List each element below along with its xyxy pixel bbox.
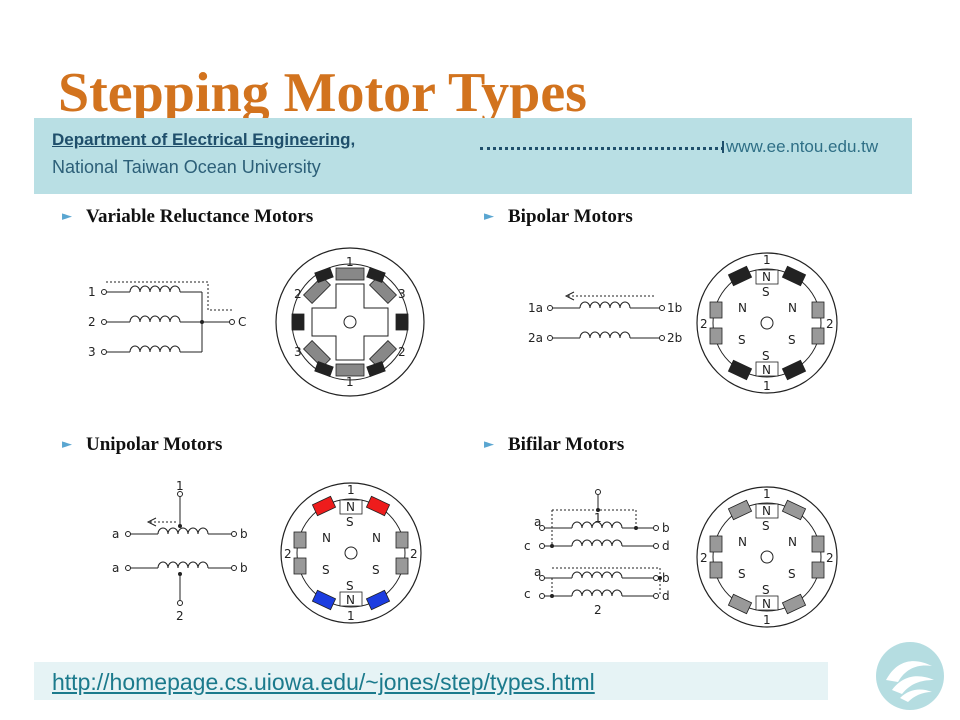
rotor-label: N (372, 531, 381, 545)
pole-label: S (762, 583, 770, 597)
department-name: Department of Electrical Engineering, (52, 130, 356, 149)
coil-label: c (524, 539, 531, 553)
rotor-label: S (372, 563, 380, 577)
coil-label: d (662, 539, 670, 553)
bifilar-wiring-diagram: a b c d 1 a b c d 2 (524, 489, 670, 617)
pole-label: 3 (294, 345, 302, 359)
heading-unipolar: ►Unipolar Motors (62, 434, 223, 455)
rotor-label: S (322, 563, 330, 577)
coil-label: c (524, 587, 531, 601)
pole-label: S (346, 515, 354, 529)
heading-bifilar: ►Bifilar Motors (484, 434, 625, 455)
pole-label: 2 (826, 317, 834, 331)
coil-label-2: 2 (88, 315, 96, 329)
bipolar-motor-diagram: 1 N S 2 2 S N 1 N N S S (696, 252, 838, 394)
pole-label: 3 (398, 287, 406, 301)
pole-label: 2 (700, 317, 708, 331)
rotor-label: N (788, 535, 797, 549)
pole-label: N (346, 500, 355, 514)
variable-reluctance-wiring-diagram: 1 2 3 C (88, 281, 246, 359)
rotor-label: S (788, 333, 796, 347)
pole-label: N (346, 593, 355, 607)
common-label: C (238, 315, 246, 329)
header-banner: Department of Electrical Engineering, Na… (34, 118, 912, 194)
rotor-label: S (788, 567, 796, 581)
coil-label: b (240, 527, 248, 541)
coil-label: 1 (176, 480, 184, 493)
pole-label: 1 (347, 483, 355, 497)
pole-label: N (762, 270, 771, 284)
pole-label: S (762, 519, 770, 533)
dotted-divider-end (722, 141, 724, 153)
rotor-label: S (738, 333, 746, 347)
rotor-label: N (788, 301, 797, 315)
heading-variable-reluctance: ►Variable Reluctance Motors (62, 206, 314, 227)
pole-label: S (346, 579, 354, 593)
coil-label: 1a (528, 301, 543, 315)
variable-reluctance-motor-diagram: 1 2 3 3 2 1 (275, 247, 425, 397)
coil-label: a (112, 527, 119, 541)
pole-label: 1 (763, 613, 771, 627)
coil-label: a (112, 561, 119, 575)
pole-label: 1 (763, 379, 771, 393)
bullet-arrow-icon: ► (484, 437, 494, 452)
pole-label: N (762, 504, 771, 518)
pole-label: 1 (347, 609, 355, 623)
bipolar-wiring-diagram: 1a 1b 2a 2b (528, 291, 682, 345)
pole-label: 1 (763, 487, 771, 501)
coil-label: b (662, 521, 670, 535)
slide-title: Stepping Motor Types (58, 62, 587, 124)
bullet-arrow-icon: ► (62, 437, 72, 452)
rotor-label: S (738, 567, 746, 581)
coil-label-3: 3 (88, 345, 96, 359)
coil-label: a (534, 565, 541, 579)
website-url[interactable]: www.ee.ntou.edu.tw (726, 137, 879, 156)
heading-bipolar: ►Bipolar Motors (484, 206, 633, 227)
unipolar-motor-diagram: 1 N S 2 2 S N 1 N N S S (280, 482, 422, 624)
coil-label: 1b (667, 301, 682, 315)
coil-label: a (534, 515, 541, 529)
rotor-label: N (322, 531, 331, 545)
rotor-label: N (738, 301, 747, 315)
unipolar-wiring-diagram: 1 a b a b 2 (112, 480, 248, 623)
rotor-label: N (738, 535, 747, 549)
pole-label: S (762, 285, 770, 299)
pole-label: N (762, 597, 771, 611)
pole-label: 2 (410, 547, 418, 561)
dotted-divider (480, 147, 724, 150)
coil-label-1: 1 (88, 285, 96, 299)
coil-label: b (662, 571, 670, 585)
coil-label: d (662, 589, 670, 603)
bifilar-motor-diagram: 1 N S 2 2 S N 1 N N S S (696, 486, 838, 628)
coil-label: 2a (528, 331, 543, 345)
pole-label: N (762, 363, 771, 377)
pole-label: 1 (346, 375, 354, 389)
reference-link-bar: http://homepage.cs.uiowa.edu/~jones/step… (34, 662, 828, 700)
coil-label: 2b (667, 331, 682, 345)
coil-label: b (240, 561, 248, 575)
pole-label: 2 (700, 551, 708, 565)
pole-label: 2 (284, 547, 292, 561)
pole-label: 2 (294, 287, 302, 301)
pole-label: 1 (763, 253, 771, 267)
bullet-arrow-icon: ► (484, 209, 494, 224)
coil-label: 2 (594, 603, 602, 617)
pole-label: 1 (346, 255, 354, 269)
pole-label: 2 (398, 345, 406, 359)
bullet-arrow-icon: ► (62, 209, 72, 224)
coil-label: 1 (594, 511, 602, 525)
pole-label: 2 (826, 551, 834, 565)
pole-label: S (762, 349, 770, 363)
coil-label: 2 (176, 609, 184, 623)
reference-link[interactable]: http://homepage.cs.uiowa.edu/~jones/step… (52, 669, 595, 695)
university-logo-icon (876, 642, 944, 710)
university-name: National Taiwan Ocean University (52, 157, 321, 177)
